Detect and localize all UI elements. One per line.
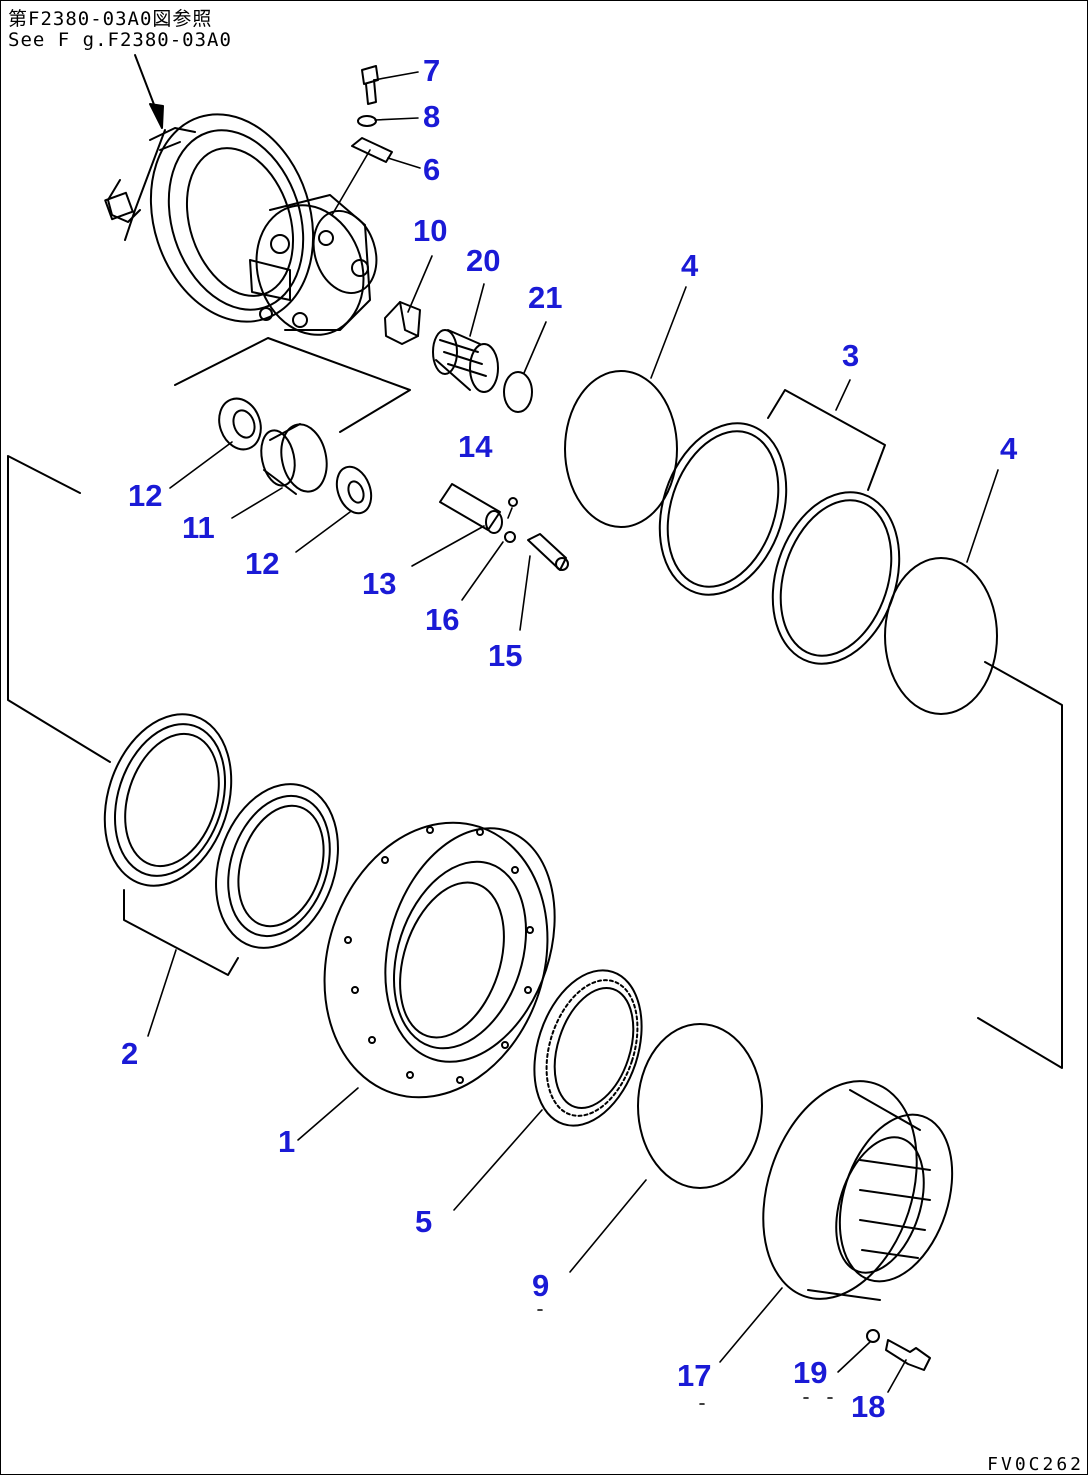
drawing-code: FV0C262 <box>987 1454 1084 1475</box>
callout-11: 11 <box>182 510 215 545</box>
washer-19 <box>866 1329 880 1343</box>
callout-8: 8 <box>423 99 441 134</box>
ball-14 <box>508 497 518 507</box>
thrust-washer-12b <box>335 465 373 515</box>
callout-19: 19 <box>793 1355 828 1390</box>
washer-8 <box>357 115 377 127</box>
planet-gear-11 <box>260 423 328 495</box>
coupling-10 <box>384 301 421 345</box>
assembly-line-left <box>7 455 111 763</box>
callout-15: 15 <box>488 638 523 673</box>
callout-14: 14 <box>458 429 493 464</box>
callout-3: 3 <box>842 338 860 373</box>
seal-2a <box>103 713 233 887</box>
o-ring-9 <box>637 1023 763 1189</box>
hub-1 <box>323 821 556 1099</box>
callout-16: 16 <box>425 602 460 637</box>
washer-16 <box>504 531 516 543</box>
leader-lines <box>147 71 999 1405</box>
snap-ring-21 <box>503 371 533 413</box>
gasket-4b <box>884 557 998 715</box>
callout-5: 5 <box>415 1204 433 1239</box>
sun-gear-20 <box>432 329 499 393</box>
bracket-seal <box>123 889 239 976</box>
callout-12a: 12 <box>128 478 163 513</box>
bolt-18 <box>885 1339 931 1371</box>
travel-motor-assembly <box>104 113 378 336</box>
seal-2b <box>215 783 339 949</box>
callout-13: 13 <box>362 566 397 601</box>
shaft-13 <box>439 483 503 534</box>
callout-18: 18 <box>851 1389 886 1424</box>
callout-10: 10 <box>413 213 448 248</box>
assembly-line-right <box>977 661 1063 1069</box>
callout-9: 9 <box>532 1268 550 1303</box>
gasket-4a <box>564 370 678 528</box>
callout-6: 6 <box>423 152 441 187</box>
lock-plate-6 <box>351 137 393 163</box>
callout-1: 1 <box>278 1124 296 1159</box>
callout-17: 17 <box>677 1358 712 1393</box>
callout-12b: 12 <box>245 546 280 581</box>
bolt-7 <box>361 65 379 105</box>
cover-17 <box>762 1080 954 1301</box>
reference-note-japanese: 第F2380-03A0図参照 <box>8 8 213 30</box>
callout-21: 21 <box>528 280 563 315</box>
callout-7: 7 <box>423 53 441 88</box>
callout-20: 20 <box>466 243 501 278</box>
thrust-washer-12a <box>218 397 262 451</box>
callout-4a: 4 <box>681 248 699 283</box>
reference-arrow <box>134 54 164 129</box>
callout-2: 2 <box>121 1036 139 1071</box>
plug-15 <box>527 533 569 571</box>
ring-gear-5 <box>533 969 643 1127</box>
bracket-carrier <box>174 337 411 433</box>
callout-4b: 4 <box>1000 431 1018 466</box>
floating-seal-3 <box>658 389 901 665</box>
reference-note-english: See F g.F2380-03A0 <box>8 29 232 51</box>
